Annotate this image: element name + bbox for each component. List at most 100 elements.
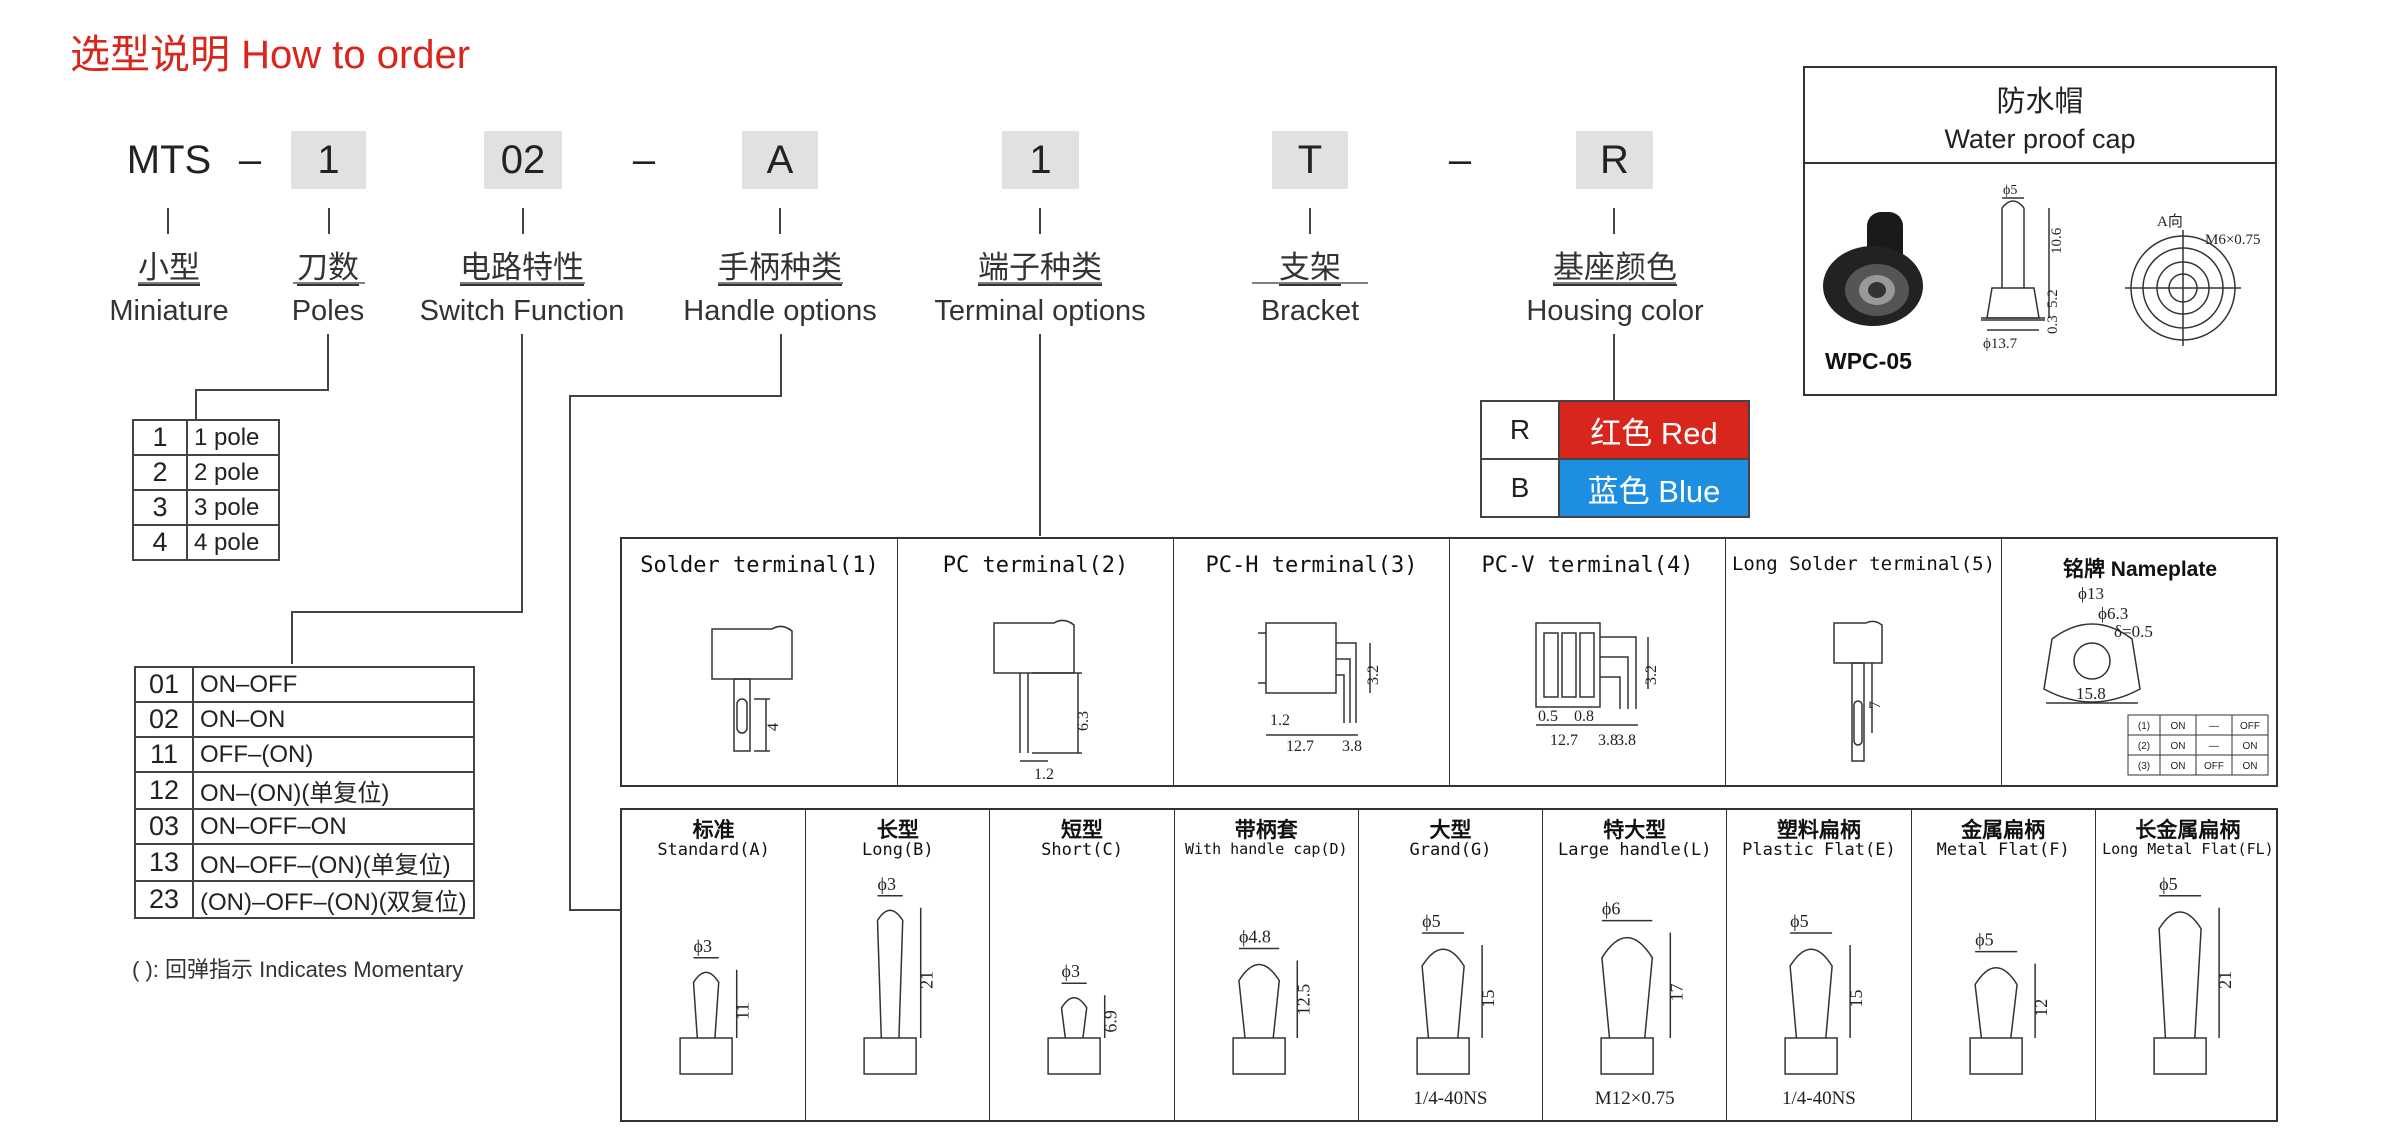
dim-label: 1.2 — [1270, 712, 1290, 729]
table-cell: OFF–(ON) — [192, 736, 475, 773]
dim-label: 3.8 — [1616, 732, 1636, 749]
cap-dim: A向 — [2157, 213, 2183, 230]
dim-label: 3.8 — [1342, 738, 1362, 755]
solder-terminal-drawing: 4 — [711, 625, 793, 752]
handle-thread: 1/4-40NS — [1781, 1088, 1856, 1109]
table-cell: B — [1480, 458, 1560, 518]
pc-v-terminal-drawing: 3.2 0.5 0.8 12.7 3.8 3.8 — [1535, 622, 1660, 749]
table-cell: ON–OFF–ON — [192, 808, 475, 845]
label-miniature: 小型 Miniature — [69, 242, 269, 328]
code-poles: 1 — [291, 131, 366, 189]
water-cap-title-cn: 防水帽 — [1996, 86, 2084, 118]
handle-name-en: Metal Flat(F) — [1936, 840, 2070, 860]
code-dash: – — [238, 138, 262, 182]
label-handle-options: 手柄种类 Handle options — [660, 242, 900, 328]
nameplate-cell: ON — [2171, 761, 2186, 772]
nameplate-drawing: ϕ13 ϕ6.3 δ=0.5 15.8 (1) ON — OFF (2) ON … — [2043, 584, 2269, 776]
handle-drawing: ϕ5 15 — [1416, 911, 1498, 1075]
long-solder-terminal-drawing: 7 — [1833, 620, 1884, 762]
dim-label: 0.5 — [1538, 708, 1558, 725]
nameplate-cell: (1) — [2138, 721, 2150, 732]
terminal-cell: Long Solder terminal(5) 7 — [1726, 539, 2002, 785]
handle-diameter: ϕ3 — [878, 874, 896, 894]
nameplate-cell: ON — [2243, 761, 2258, 772]
cap-photo-icon — [1823, 212, 1923, 326]
pc-terminal-drawing: 6.3 1.2 — [993, 619, 1092, 783]
label-en: Handle options — [683, 295, 877, 327]
label-en: Miniature — [109, 295, 229, 327]
terminal-name: PC-H terminal(3) — [1205, 553, 1418, 578]
label-bracket: 支架 Bracket — [1220, 242, 1400, 328]
handle-diameter: ϕ5 — [2159, 874, 2177, 894]
code-handle: A — [742, 131, 818, 189]
terminal-name: PC terminal(2) — [942, 553, 1129, 578]
handle-name-en: With handle cap(D) — [1184, 840, 1348, 858]
handle-diameter: ϕ5 — [1422, 911, 1440, 931]
label-housing-color: 基座颜色 Housing color — [1500, 242, 1730, 328]
nameplate-cell: ON — [2171, 741, 2186, 752]
handle-length: 17 — [1666, 983, 1686, 1001]
cap-dim: 0.3 — [2045, 315, 2061, 334]
water-cap-drawing: ϕ5 10.6 5.2 0.3 ϕ13.7 A向 M6×0.75 — [1823, 183, 2261, 352]
nameplate-cell: (2) — [2138, 741, 2150, 752]
code-dash: – — [1448, 138, 1472, 182]
table-cell: 13 — [134, 843, 194, 882]
table-cell: 3 pole — [186, 489, 280, 526]
table-cell: 2 — [132, 454, 188, 491]
handle-name-cn: 标准 — [692, 819, 735, 842]
table-cell: 1 pole — [186, 419, 280, 456]
handle-name-en: Standard(A) — [657, 840, 770, 860]
label-cn: 刀数 — [297, 250, 359, 285]
terminal-cell: PC-H terminal(3) 3.2 1.2 12.7 3.8 — [1174, 539, 1450, 785]
label-cn: 基座颜色 — [1553, 250, 1677, 285]
code-prefix: MTS — [126, 138, 212, 182]
table-cell: R — [1480, 400, 1560, 460]
water-cap-model: WPC-05 — [1825, 348, 1912, 374]
table-cell: 23 — [134, 880, 194, 919]
dim-label: 12.7 — [1286, 738, 1314, 755]
terminal-name: Long Solder terminal(5) — [1731, 553, 1996, 575]
dim-label: δ=0.5 — [2114, 622, 2153, 641]
handle-name-en: Large handle(L) — [1557, 840, 1712, 860]
terminal-cell: PC-V terminal(4) 3.2 0.5 0.8 12.7 3.8 3.… — [1450, 539, 1726, 785]
momentary-note: ( ): 回弹指示 Indicates Momentary — [132, 957, 464, 982]
table-cell: 01 — [134, 666, 194, 703]
handle-name-en: Long(B) — [862, 840, 934, 860]
pc-h-terminal-drawing: 3.2 1.2 12.7 3.8 — [1258, 622, 1382, 755]
table-cell: 1 — [132, 419, 188, 456]
color-swatch-blue: 蓝色 Blue — [1558, 458, 1750, 518]
water-cap-title-en: Water proof cap — [1944, 124, 2136, 154]
table-cell: 11 — [134, 736, 194, 773]
handle-length: 12.5 — [1293, 984, 1313, 1016]
nameplate-cell: OFF — [2240, 721, 2260, 732]
cap-dim: ϕ5 — [2003, 183, 2017, 198]
cap-dim: 5.2 — [2045, 289, 2061, 308]
handle-length: 15 — [1478, 990, 1498, 1008]
label-en: Switch Function — [419, 295, 625, 327]
terminal-name: PC-V terminal(4) — [1481, 553, 1694, 578]
dim-label: 3.8 — [1598, 732, 1618, 749]
handle-diameter: ϕ4.8 — [1239, 927, 1271, 947]
cap-dim: ϕ13.7 — [1983, 336, 2018, 352]
page-title: 选型说明 How to order — [70, 33, 471, 77]
terminal-name: 铭牌 Nameplate — [2062, 558, 2218, 581]
code-function: 02 — [484, 131, 562, 189]
code-dash: – — [632, 138, 656, 182]
handle-name-en: Long Metal Flat(FL) — [2102, 840, 2274, 858]
terminal-grid: Solder terminal(1) 4 PC terminal(2) 6.3 — [620, 537, 2278, 787]
handle-name-cn: 长金属扁柄 — [2135, 819, 2241, 842]
table-cell: 03 — [134, 808, 194, 845]
dim-label: ϕ6.3 — [2098, 604, 2128, 623]
handle-name-cn: 大型 — [1429, 819, 1472, 842]
nameplate-cell: OFF — [2204, 761, 2224, 772]
